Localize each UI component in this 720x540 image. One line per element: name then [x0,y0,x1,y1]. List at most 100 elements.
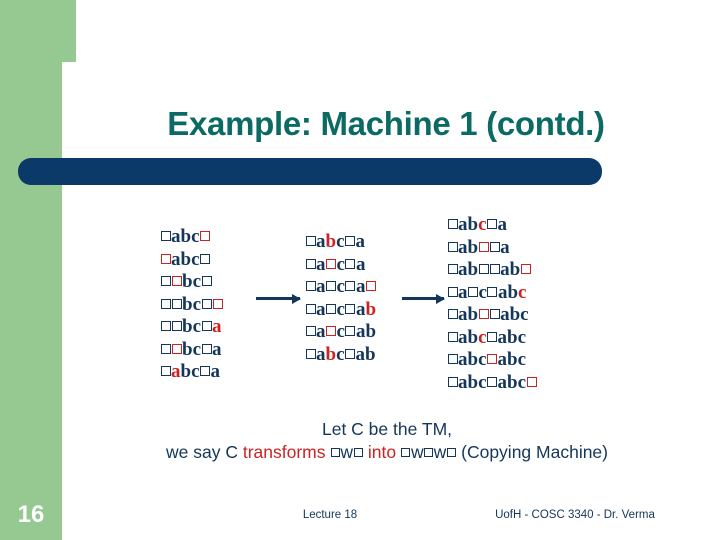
tape-token: ab [500,259,521,280]
blank-symbol-icon [447,376,458,387]
tape-token: ab [355,321,377,342]
blank-symbol-icon [160,298,171,309]
blank-symbol-icon [345,258,356,269]
tape-token [478,259,489,280]
blank-symbol-icon [478,264,489,274]
blank-symbol-icon [489,309,500,319]
tape-token: ab [497,281,519,303]
page-title: Example: Machine 1 (contd.) [167,105,605,142]
caption-char: w [340,442,353,462]
blank-symbol-icon [200,231,210,241]
tape-token [447,349,458,370]
blank-symbol-icon [447,354,458,364]
tape-token [447,327,458,348]
tape-token: a [316,343,326,365]
tape-token [365,276,376,297]
blank-symbol-icon [160,343,171,354]
blank-symbol-icon [478,309,489,319]
tape-token: ab [458,214,479,235]
blank-symbol-icon [478,241,489,252]
tape-token: c [336,343,345,365]
tape-token: bc [182,271,201,292]
tape-token: bc [180,361,200,382]
tape-row: bc [160,271,223,294]
tape-token [478,304,489,325]
blank-symbol-icon [330,448,340,457]
tape-token [447,214,458,235]
tape-token [447,259,458,280]
blank-symbol-icon [171,321,182,331]
blank-symbol-icon [487,331,498,342]
tape-token: a [171,361,181,382]
tape-token [345,231,356,252]
blank-symbol-icon [305,281,316,291]
tape-token [520,259,531,280]
navy-title-underline-bar [18,158,602,185]
tape-token [447,237,458,258]
blank-symbol-icon [345,348,356,359]
blank-symbol-icon [200,366,210,376]
green-top-accent [62,0,76,62]
tape-token [526,372,537,393]
tape-token [326,276,337,297]
tape-token: abc [458,371,487,393]
tape-token [201,271,212,292]
tape-token: c [336,231,345,252]
tape-token [200,249,211,270]
tape-token [160,294,171,315]
tape-token: c [336,253,345,275]
arrow-right-icon-1 [256,293,301,304]
arrow-right-icon-2 [402,293,445,304]
blank-symbol-icon [201,321,212,331]
tape-token [305,321,316,342]
tape-token [489,304,500,325]
blank-symbol-icon [468,286,478,297]
blank-symbol-icon [171,276,182,286]
tape-token: c [478,326,487,348]
blank-symbol-icon [201,343,212,354]
tape-token: abc [500,304,529,325]
tape-token [447,282,458,303]
blank-symbol-icon [305,236,316,246]
tape-token: abc [171,226,200,247]
caption-block: Let C be the TM, we say C transforms w i… [62,418,712,464]
tape-token: a [212,338,222,360]
tape-token: a [210,361,221,382]
tape-token [305,344,316,365]
tape-token: a [458,281,468,303]
tape-token: bc [182,316,201,337]
blank-symbol-icon [447,331,458,342]
tape-token: a [316,231,326,252]
blank-symbol-icon [305,303,316,314]
caption-into-keyword: into [367,442,397,462]
tape-token: c [336,276,345,297]
tape-token [305,231,316,252]
tape-token [171,316,182,337]
footer-course-label: UofH - COSC 3340 - Dr. Verma [495,509,655,521]
tape-token: a [500,236,510,258]
tape-token: b [325,343,337,365]
blank-symbol-icon [160,231,171,241]
tape-token [200,226,211,247]
tape-row: bc [160,294,223,317]
blank-symbol-icon [201,276,212,286]
blank-symbol-icon [487,354,497,364]
blank-symbol-icon [424,448,434,457]
tape-token [487,214,498,235]
blank-symbol-icon [447,286,458,297]
blank-symbol-icon [326,326,336,336]
tape-token [487,372,498,393]
tape-token [160,249,171,270]
blank-symbol-icon [160,253,171,264]
tape-token [305,254,316,275]
